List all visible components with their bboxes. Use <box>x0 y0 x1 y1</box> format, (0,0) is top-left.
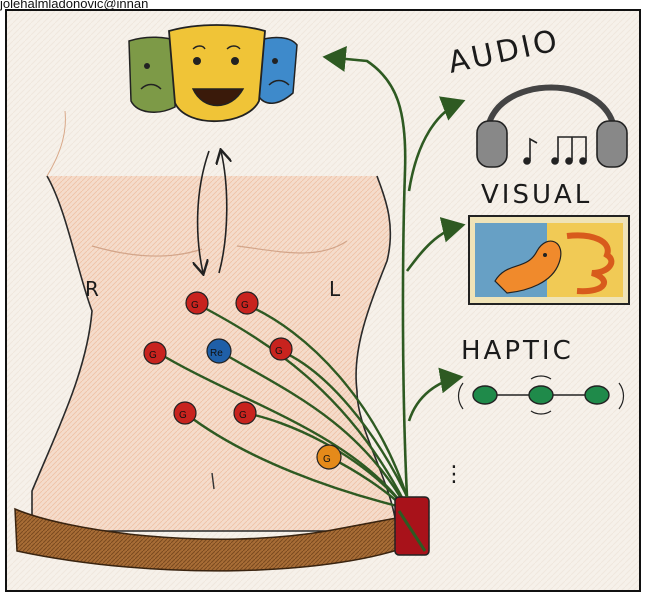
electrode: G <box>236 292 258 314</box>
battery-device-icon <box>395 497 429 555</box>
electrode: G <box>186 292 208 314</box>
electrode: G <box>174 402 196 424</box>
more-outputs-ellipsis: ⋮ <box>443 462 465 487</box>
electrode: G <box>270 338 292 360</box>
svg-text:G: G <box>241 300 249 311</box>
reference-electrode: Re <box>207 339 231 363</box>
illustration: R L G G G Re G G G G AUDIO <box>7 11 639 590</box>
svg-text:G: G <box>179 410 187 421</box>
label-right-side: R <box>85 277 99 301</box>
label-haptic: HAPTIC <box>461 336 574 366</box>
label-visual: VISUAL <box>481 180 592 210</box>
svg-text:G: G <box>239 410 247 421</box>
electrode: G <box>144 342 166 364</box>
svg-text:G: G <box>149 350 157 361</box>
svg-text:G: G <box>323 454 331 465</box>
svg-text:G: G <box>275 346 283 357</box>
electrode: G <box>234 402 256 424</box>
illustration-frame: R L G G G Re G G G G AUDIO <box>5 9 641 592</box>
electrode: G <box>317 445 341 469</box>
label-left-side: L <box>329 277 341 301</box>
svg-text:Re: Re <box>210 348 223 359</box>
svg-text:G: G <box>191 300 199 311</box>
